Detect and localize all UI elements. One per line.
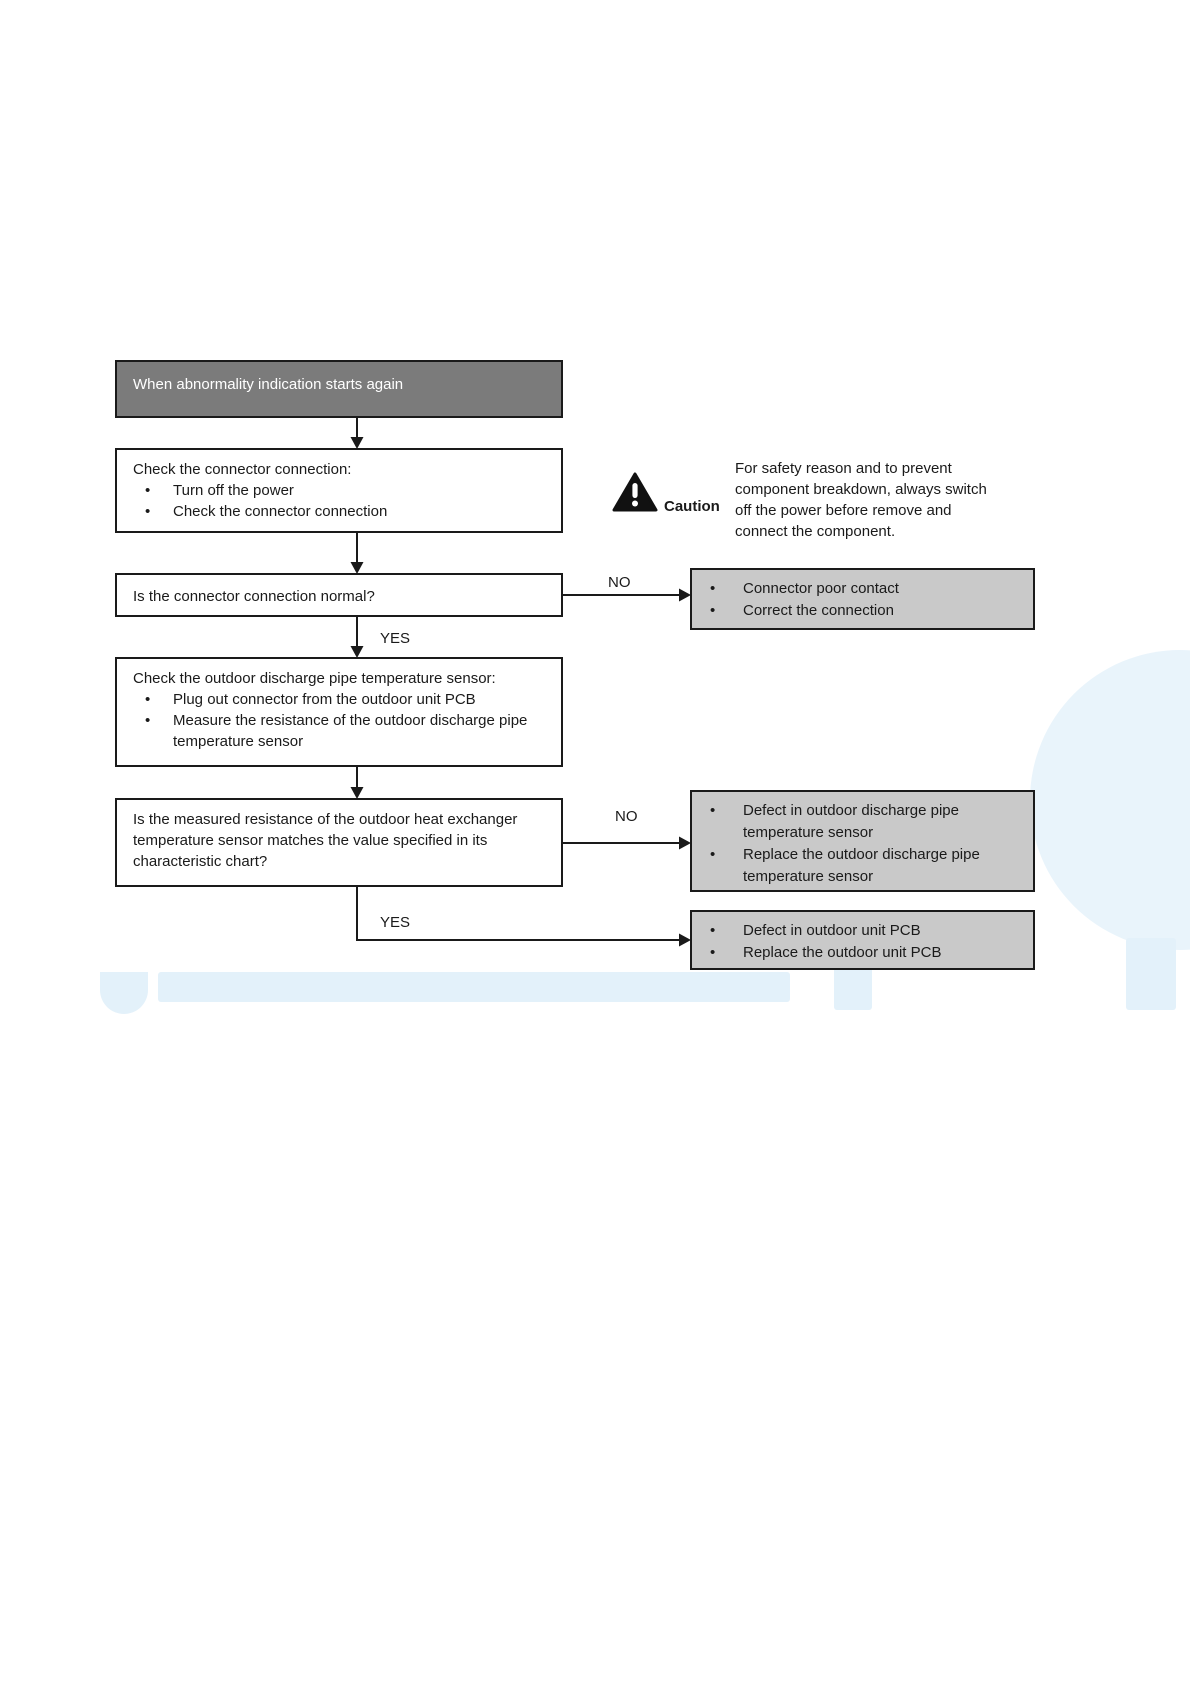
start-node: When abnormality indication starts again: [115, 360, 563, 418]
result-pcb: • Defect in outdoor unit PCB • Replace t…: [690, 910, 1035, 970]
branch-label-yes-1: YES: [380, 630, 411, 647]
list-item: • Replace the outdoor unit PCB: [710, 942, 1019, 964]
list-item: • Plug out connector from the outdoor un…: [145, 691, 476, 708]
bullet-icon: •: [145, 503, 151, 520]
list-item: • Check the connector connection: [145, 503, 388, 520]
result-sensor: • Defect in outdoor discharge pipe tempe…: [690, 790, 1035, 892]
caution-label: Caution: [664, 498, 720, 515]
bullet-icon: •: [710, 846, 716, 863]
caution-block: Caution: [612, 472, 720, 518]
list-item: • Defect in outdoor discharge pipe tempe…: [710, 800, 1019, 844]
watermark-bar: [158, 972, 790, 1002]
bullet-icon: •: [145, 482, 151, 499]
branch-label-no-2: NO: [615, 808, 638, 825]
watermark-circle: [1030, 650, 1190, 950]
warning-triangle-icon: [612, 472, 658, 518]
watermark-shape-right: [1126, 938, 1176, 1010]
step-check-sensor-title: Check the outdoor discharge pipe tempera…: [133, 670, 496, 687]
watermark-shape-left: [100, 972, 148, 1014]
caution-note: For safety reason and to prevent compone…: [735, 460, 987, 540]
bullet-icon: •: [710, 922, 716, 939]
list-item: • Turn off the power: [145, 482, 294, 499]
step-check-sensor: Check the outdoor discharge pipe tempera…: [115, 657, 563, 767]
bullet-icon: •: [710, 802, 716, 819]
bullet-icon: •: [145, 691, 151, 708]
bullet-icon: •: [710, 602, 716, 619]
step-check-connector-title: Check the connector connection:: [133, 461, 352, 478]
branch-label-yes-2: YES: [380, 914, 411, 931]
question-resistance-match: Is the measured resistance of the outdoo…: [115, 798, 563, 887]
bullet-icon: •: [145, 712, 151, 729]
list-item: • Measure the resistance of the outdoor …: [145, 712, 528, 750]
list-item: • Connector poor contact: [710, 578, 1019, 600]
start-node-label: When abnormality indication starts again: [133, 376, 404, 393]
step-check-connector: Check the connector connection: • Turn o…: [115, 448, 563, 533]
list-item: • Replace the outdoor discharge pipe tem…: [710, 844, 1019, 888]
bullet-icon: •: [710, 580, 716, 597]
bullet-icon: •: [710, 944, 716, 961]
question-connector-normal: Is the connector connection normal?: [115, 573, 563, 617]
branch-label-no-1: NO: [608, 574, 631, 591]
list-item: • Defect in outdoor unit PCB: [710, 920, 1019, 942]
list-item: • Correct the connection: [710, 600, 1019, 622]
result-connector: • Connector poor contact • Correct the c…: [690, 568, 1035, 630]
